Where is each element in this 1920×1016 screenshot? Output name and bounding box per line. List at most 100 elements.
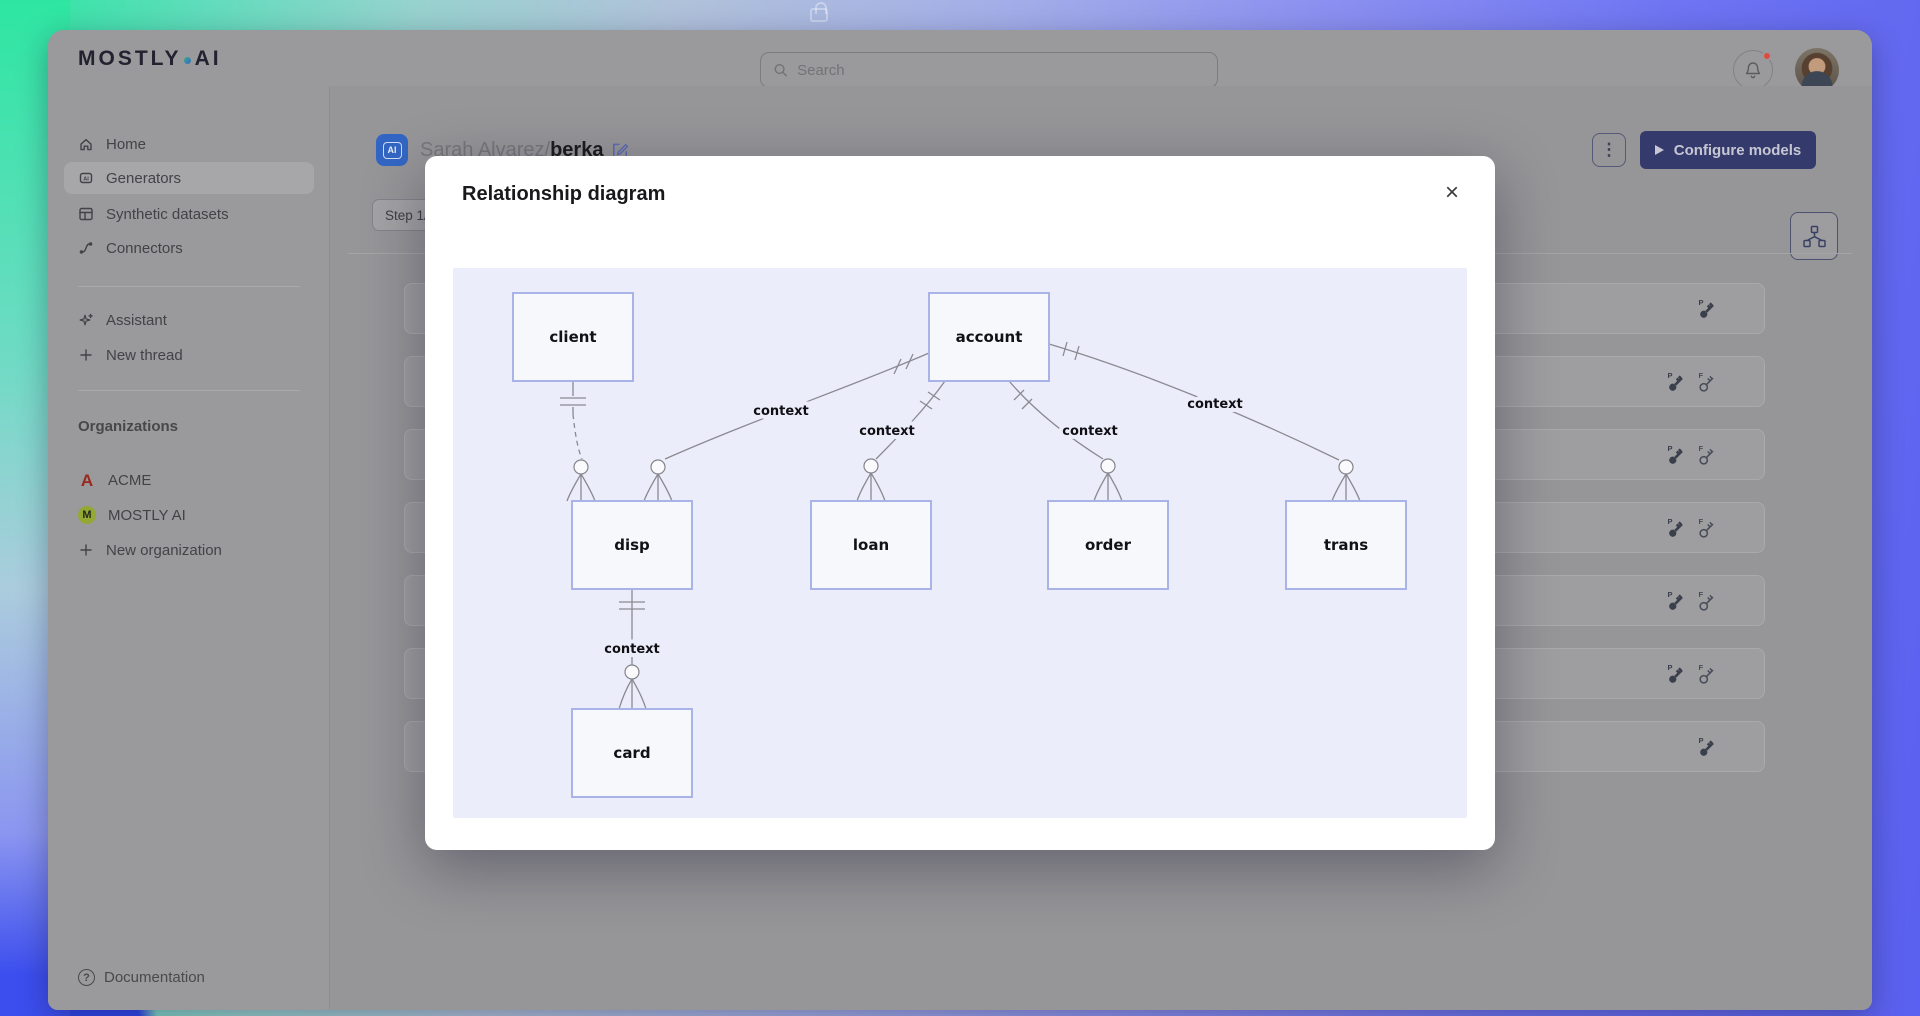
- entity-card[interactable]: card: [571, 708, 693, 798]
- svg-text:P: P: [1668, 444, 1673, 453]
- row-key-icons: P F: [1666, 444, 1719, 466]
- close-icon[interactable]: ×: [1444, 179, 1459, 206]
- svg-text:F: F: [1699, 663, 1704, 672]
- sidebar: Home AI Generators Synthetic datasets: [48, 86, 330, 1010]
- edge-label: context: [859, 424, 915, 439]
- new-organization-button[interactable]: New organization: [64, 535, 314, 565]
- entity-trans[interactable]: trans: [1285, 500, 1407, 590]
- svg-text:P: P: [1699, 298, 1704, 307]
- plus-icon: [80, 349, 92, 361]
- entity-label: client: [549, 328, 596, 346]
- entity-label: trans: [1324, 536, 1368, 554]
- ai-chip-badge-icon: AI: [382, 141, 402, 159]
- logo-text-right: AI: [194, 47, 222, 70]
- documentation-link[interactable]: ? Documentation: [78, 969, 205, 986]
- organizations-section-label: Organizations: [78, 418, 179, 435]
- svg-text:F: F: [1699, 371, 1704, 380]
- primary-key-icon: P: [1668, 663, 1683, 683]
- entity-disp[interactable]: disp: [571, 500, 693, 590]
- relationship-diagram-canvas[interactable]: client account disp loan order: [453, 268, 1467, 818]
- svg-text:F: F: [1699, 590, 1704, 599]
- sidebar-item-label: New thread: [106, 346, 183, 364]
- svg-text:P: P: [1668, 590, 1673, 599]
- breadcrumb: Sarah Alvarez/berka: [420, 134, 629, 166]
- entity-label: disp: [614, 536, 650, 554]
- foreign-key-icon: F: [1699, 517, 1714, 538]
- bell-icon: [1745, 62, 1761, 79]
- primary-key-icon: P: [1668, 371, 1683, 391]
- acme-logo-icon: A: [80, 470, 94, 490]
- modal-title: Relationship diagram: [462, 183, 666, 205]
- org-name: ACME: [108, 471, 152, 489]
- row-key-icons: P F: [1666, 371, 1719, 393]
- sparkle-icon: [79, 313, 93, 326]
- generator-badge: AI: [376, 134, 408, 166]
- sidebar-item-label: Generators: [106, 169, 182, 187]
- entity-account[interactable]: account: [928, 292, 1050, 382]
- primary-key-icon: P: [1668, 517, 1683, 537]
- entity-label: order: [1085, 536, 1132, 554]
- org-item-acme[interactable]: A ACME: [64, 465, 314, 495]
- entity-client[interactable]: client: [512, 292, 634, 382]
- home-icon: [80, 138, 92, 151]
- svg-text:F: F: [1699, 517, 1704, 526]
- svg-text:AI: AI: [83, 176, 89, 182]
- configure-models-button[interactable]: Configure models: [1640, 131, 1816, 169]
- primary-key-icon: P: [1699, 298, 1714, 318]
- more-actions-button[interactable]: ⋮: [1592, 133, 1626, 167]
- dataset-table-icon: [79, 207, 93, 221]
- row-key-icons: P F: [1666, 517, 1719, 539]
- mostly-ai-logo[interactable]: MOSTLY AI: [78, 47, 222, 71]
- user-avatar[interactable]: [1795, 48, 1839, 92]
- background-lock-icon: [810, 2, 828, 22]
- row-key-icons: P F: [1666, 663, 1719, 685]
- relationship-diagram-button[interactable]: [1790, 212, 1838, 260]
- sidebar-divider: [78, 390, 300, 391]
- foreign-key-icon: F: [1699, 444, 1714, 465]
- app-header: MOSTLY AI: [48, 30, 1872, 92]
- sidebar-item-label: Connectors: [106, 239, 183, 257]
- primary-key-icon: P: [1668, 590, 1683, 610]
- play-icon: [1654, 145, 1664, 155]
- row-key-icons: P F: [1666, 590, 1719, 612]
- logo-dot-icon: [183, 56, 191, 64]
- svg-text:P: P: [1668, 371, 1673, 380]
- relationship-diagram-modal: Relationship diagram ×: [425, 156, 1495, 850]
- breadcrumb-name: berka: [550, 138, 604, 161]
- sidebar-item-home[interactable]: Home: [64, 128, 314, 160]
- new-organization-label: New organization: [106, 541, 222, 559]
- svg-text:P: P: [1699, 736, 1704, 745]
- foreign-key-icon: F: [1699, 371, 1714, 392]
- sidebar-item-label: Assistant: [106, 311, 167, 329]
- notification-dot: [1762, 51, 1772, 61]
- documentation-label: Documentation: [104, 969, 205, 986]
- entity-label: loan: [853, 536, 889, 554]
- edge-label: context: [1062, 424, 1118, 439]
- sidebar-item-generators[interactable]: AI Generators: [64, 162, 314, 194]
- svg-text:P: P: [1668, 517, 1673, 526]
- entity-label: card: [613, 744, 650, 762]
- entity-loan[interactable]: loan: [810, 500, 932, 590]
- ai-chip-icon: AI: [79, 172, 93, 184]
- primary-key-icon: P: [1699, 736, 1714, 756]
- hierarchy-icon: [1802, 225, 1826, 247]
- search-bar[interactable]: [760, 52, 1218, 88]
- sidebar-item-synthetic-datasets[interactable]: Synthetic datasets: [64, 198, 314, 230]
- primary-key-icon: P: [1668, 444, 1683, 464]
- sidebar-item-new-thread[interactable]: New thread: [64, 339, 314, 371]
- breadcrumb-owner: Sarah Alvarez/: [420, 138, 551, 161]
- search-input[interactable]: [797, 61, 1205, 79]
- org-item-mostly-ai[interactable]: M MOSTLY AI: [64, 500, 314, 530]
- connector-icon: [79, 242, 93, 254]
- edge-label: context: [604, 642, 660, 657]
- sidebar-divider: [78, 286, 300, 287]
- entity-order[interactable]: order: [1047, 500, 1169, 590]
- sidebar-item-label: Home: [106, 135, 147, 153]
- sidebar-item-assistant[interactable]: Assistant: [64, 304, 314, 336]
- sidebar-item-connectors[interactable]: Connectors: [64, 232, 314, 264]
- edge-label: context: [1187, 397, 1243, 412]
- plus-icon: [80, 544, 92, 556]
- org-name: MOSTLY AI: [108, 506, 186, 524]
- svg-text:P: P: [1668, 663, 1673, 672]
